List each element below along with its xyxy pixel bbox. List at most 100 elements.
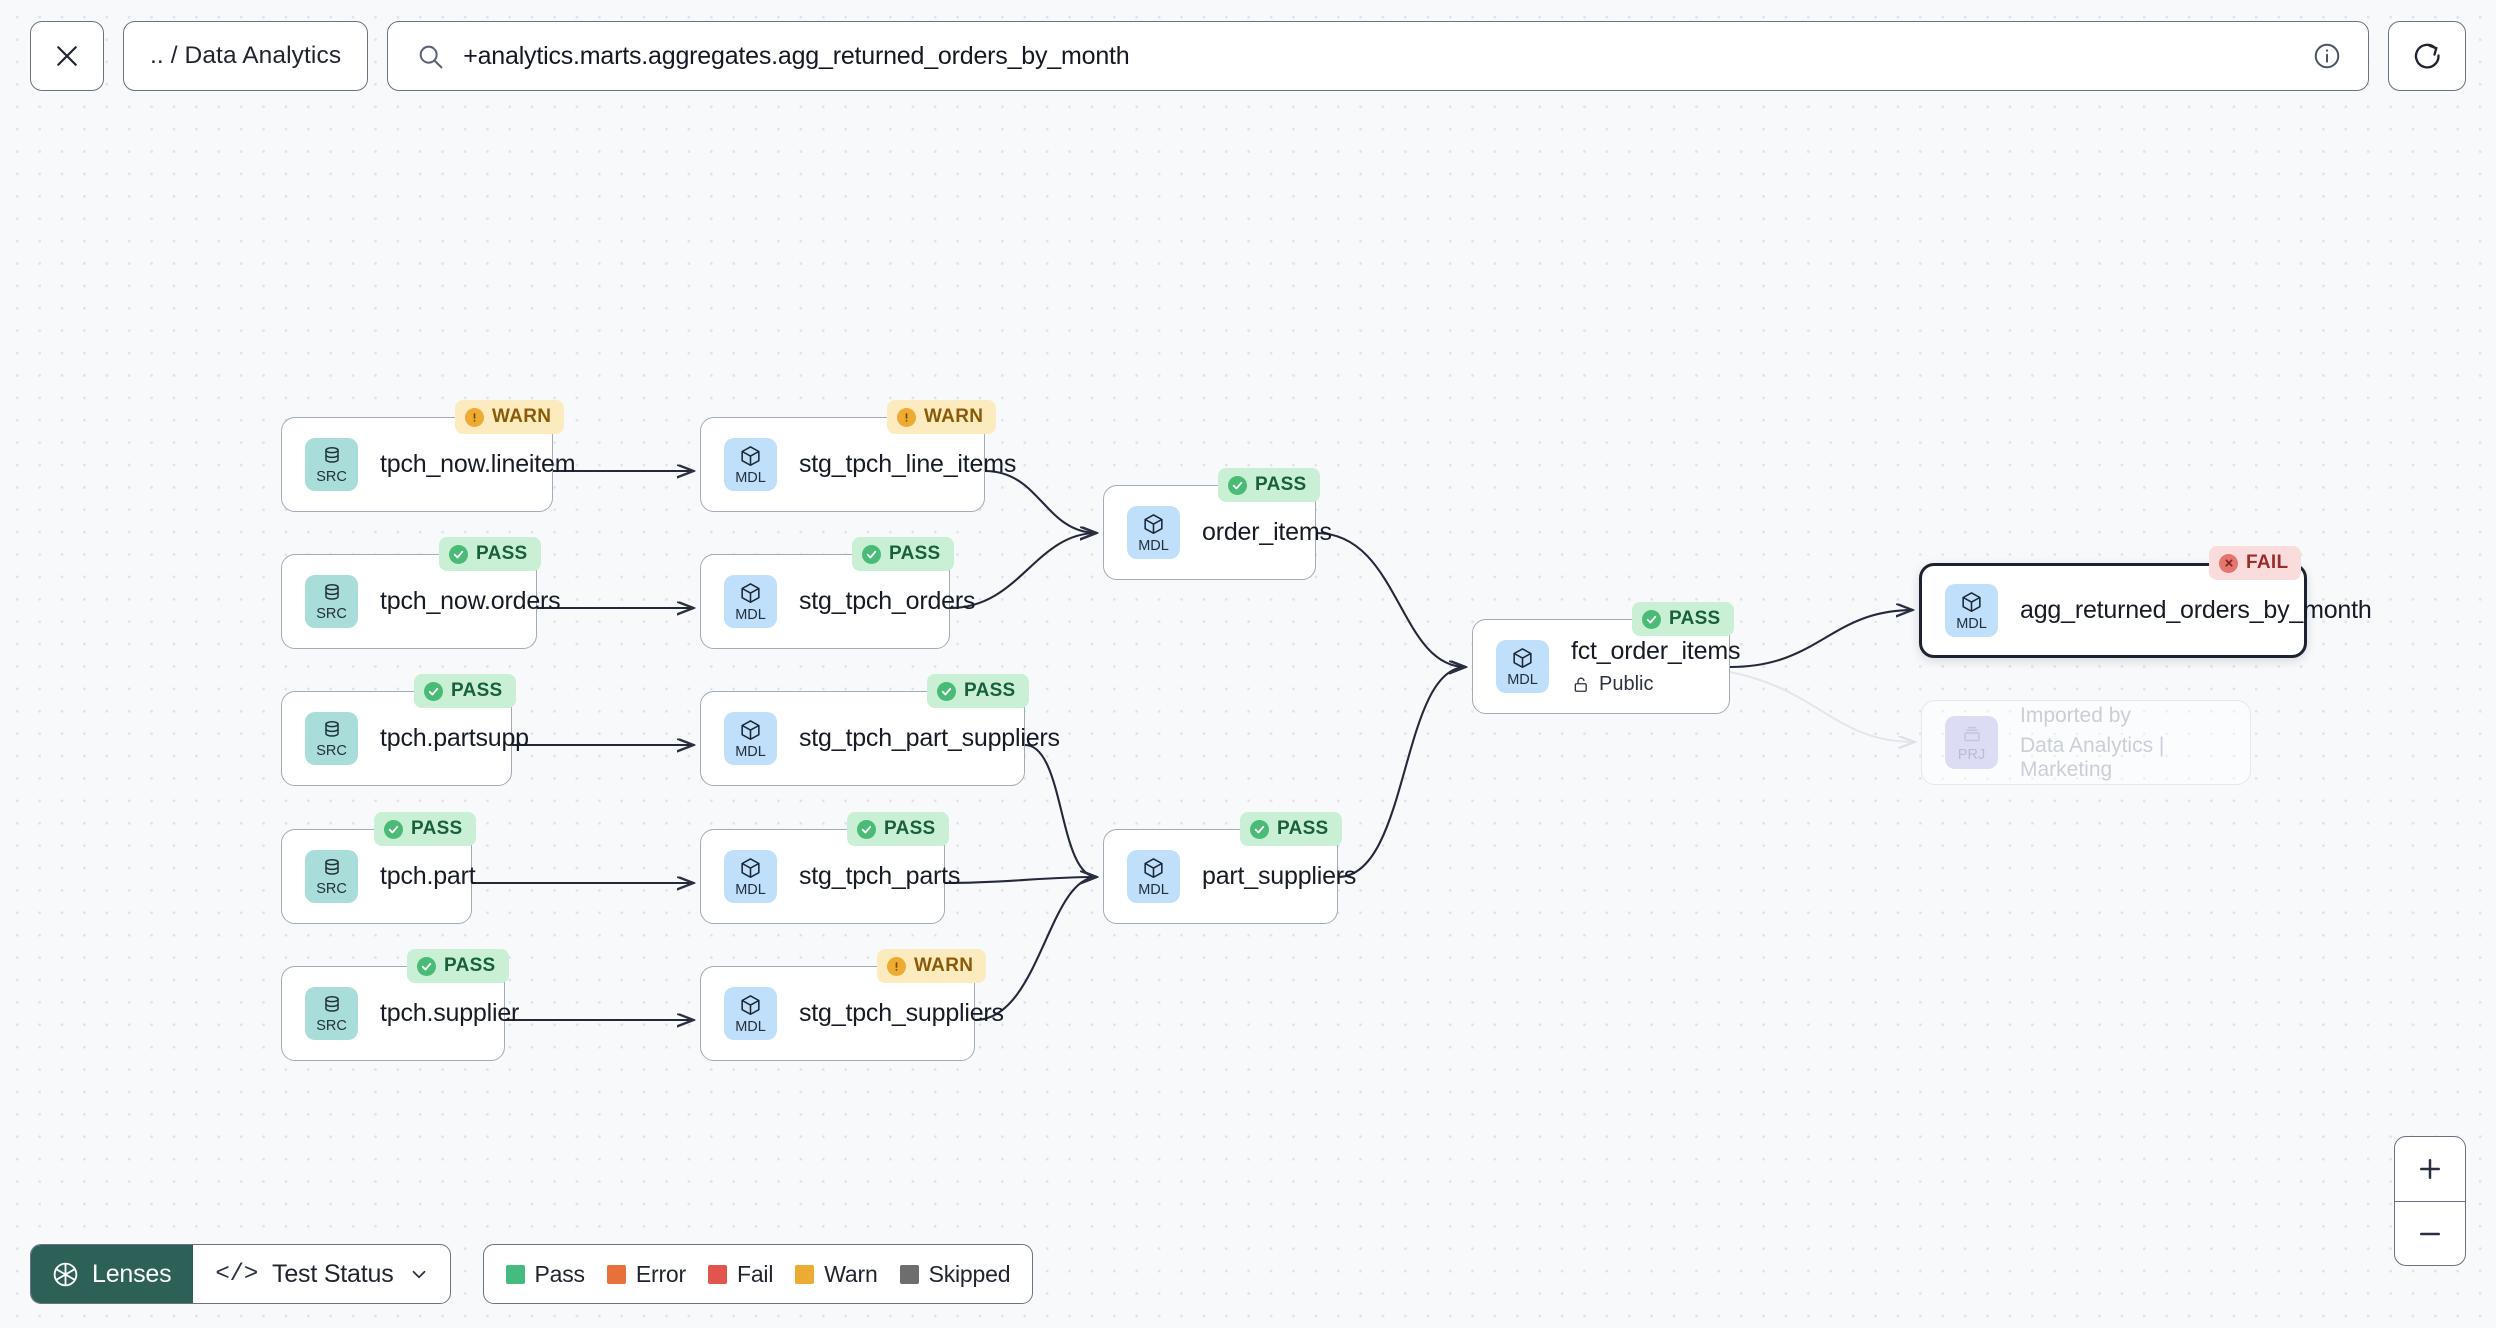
node-type-label: SRC	[316, 743, 347, 760]
status-dot	[857, 819, 876, 839]
graph-node-tpch_now_orders[interactable]: SRC tpch_now.orders	[281, 554, 561, 649]
graph-node-tpch_part[interactable]: SRC tpch.part	[281, 829, 476, 924]
cube-icon	[1513, 647, 1532, 668]
node-label: tpch.supplier	[380, 999, 520, 1027]
legend-item-skipped[interactable]: Skipped	[899, 1260, 1011, 1288]
cube-icon	[741, 445, 760, 466]
node-label: tpch.part	[380, 862, 476, 890]
status-badge-pass: PASS	[407, 949, 509, 983]
legend-swatch	[606, 1264, 626, 1284]
node-type-badge-mdl: MDL	[1127, 850, 1180, 903]
legend-item-fail[interactable]: Fail	[707, 1261, 773, 1288]
database-icon	[324, 859, 339, 876]
graph-node-tpch_supplier[interactable]: SRC tpch.supplier	[281, 966, 519, 1061]
legend-label: Pass	[534, 1260, 586, 1287]
legend-swatch	[707, 1264, 727, 1284]
status-dot	[384, 819, 403, 839]
status-label: PASS	[451, 680, 503, 701]
node-label: stg_tpch_parts	[799, 862, 961, 890]
node-label: agg_returned_orders_by_month	[2020, 596, 2372, 624]
node-ghost-line1: Imported by	[2020, 703, 2131, 727]
status-legend: Pass Error Fail Warn Skipped	[482, 1244, 1034, 1304]
node-type-label: SRC	[316, 881, 347, 898]
status-badge-pass: PASS	[414, 674, 516, 708]
search-input[interactable]: +analytics.marts.aggregates.agg_returned…	[463, 41, 1130, 70]
node-type-badge-src: SRC	[305, 712, 358, 765]
status-badge-pass: PASS	[852, 537, 954, 571]
node-type-label: SRC	[316, 606, 347, 623]
bottom-toolbar: Lenses </> Test Status Pass Error Fail Warn…	[30, 1244, 1034, 1304]
cube-icon	[741, 582, 760, 603]
status-label: FAIL	[2246, 552, 2289, 573]
node-label: tpch_now.orders	[380, 587, 561, 615]
graph-node-tpch_partsupp[interactable]: SRC tpch.partsupp	[281, 691, 529, 786]
legend-item-error[interactable]: Error	[606, 1261, 686, 1288]
node-type-badge-src: SRC	[305, 575, 358, 628]
node-label: tpch.partsupp	[380, 724, 529, 752]
status-dot	[887, 956, 906, 976]
status-badge-pass: PASS	[1632, 602, 1734, 636]
status-dot	[862, 544, 881, 564]
node-label: fct_order_items	[1571, 637, 1741, 665]
cube-icon	[741, 994, 760, 1015]
status-dot	[1642, 609, 1661, 629]
node-type-badge-mdl: MDL	[1945, 584, 1998, 637]
status-dot	[424, 681, 443, 701]
node-type-label: MDL	[1138, 881, 1169, 898]
status-dot	[1228, 475, 1247, 495]
node-type-label: MDL	[735, 743, 766, 760]
node-type-label: SRC	[316, 469, 347, 486]
database-icon	[324, 721, 339, 738]
top-toolbar: .. / Data Analytics +analytics.marts.agg…	[0, 0, 2496, 112]
node-type-label: MDL	[1507, 671, 1538, 688]
node-type-label: SRC	[316, 1018, 347, 1035]
status-badge-pass: PASS	[927, 674, 1029, 708]
aperture-icon	[53, 1262, 78, 1286]
database-icon	[324, 584, 339, 601]
breadcrumb[interactable]: .. / Data Analytics	[123, 21, 369, 91]
info-icon[interactable]	[2312, 41, 2342, 71]
refresh-button[interactable]	[2388, 21, 2466, 91]
cube-icon	[1962, 591, 1981, 612]
legend-item-pass[interactable]: Pass	[505, 1260, 586, 1288]
node-type-label: MDL	[735, 1018, 766, 1035]
cube-icon	[1144, 513, 1163, 534]
node-visibility: Public	[1571, 673, 1740, 696]
status-label: WARN	[492, 406, 552, 427]
node-type-label: MDL	[1956, 615, 1987, 632]
status-label: PASS	[444, 955, 496, 976]
plus-icon	[2420, 1159, 2440, 1179]
status-dot	[937, 681, 956, 701]
minus-icon	[2420, 1232, 2440, 1235]
node-type-badge-src: SRC	[305, 438, 358, 491]
test-status-dropdown[interactable]: </> Test Status	[193, 1245, 449, 1303]
legend-swatch	[899, 1264, 919, 1284]
node-type-label: MDL	[735, 469, 766, 486]
node-type-badge-mdl: MDL	[1127, 506, 1180, 559]
node-type-badge-mdl: MDL	[724, 987, 777, 1040]
close-icon	[57, 46, 77, 66]
zoom-in-button[interactable]	[2395, 1137, 2465, 1201]
legend-item-warn[interactable]: Warn	[795, 1261, 878, 1288]
search-bar[interactable]: +analytics.marts.aggregates.agg_returned…	[387, 21, 2369, 91]
lenses-group: Lenses </> Test Status	[30, 1244, 451, 1304]
code-icon: </>	[215, 1260, 259, 1288]
unlock-icon	[1574, 677, 1587, 692]
node-type-badge-src: SRC	[305, 850, 358, 903]
legend-label: Skipped	[928, 1260, 1011, 1287]
status-badge-pass: PASS	[374, 812, 476, 846]
lenses-button[interactable]: Lenses	[31, 1245, 194, 1303]
close-button[interactable]	[30, 21, 104, 91]
status-badge-warn: WARN	[887, 400, 997, 434]
node-label: stg_tpch_suppliers	[799, 999, 1004, 1027]
node-type-badge-mdl: MDL	[724, 712, 777, 765]
zoom-out-button[interactable]	[2395, 1201, 2465, 1265]
refresh-icon	[2414, 43, 2440, 68]
node-type-badge-src: SRC	[305, 987, 358, 1040]
chevron-down-icon	[412, 1270, 425, 1279]
status-label: PASS	[964, 680, 1016, 701]
node-type-badge-prj: PRJ	[1945, 716, 1998, 769]
